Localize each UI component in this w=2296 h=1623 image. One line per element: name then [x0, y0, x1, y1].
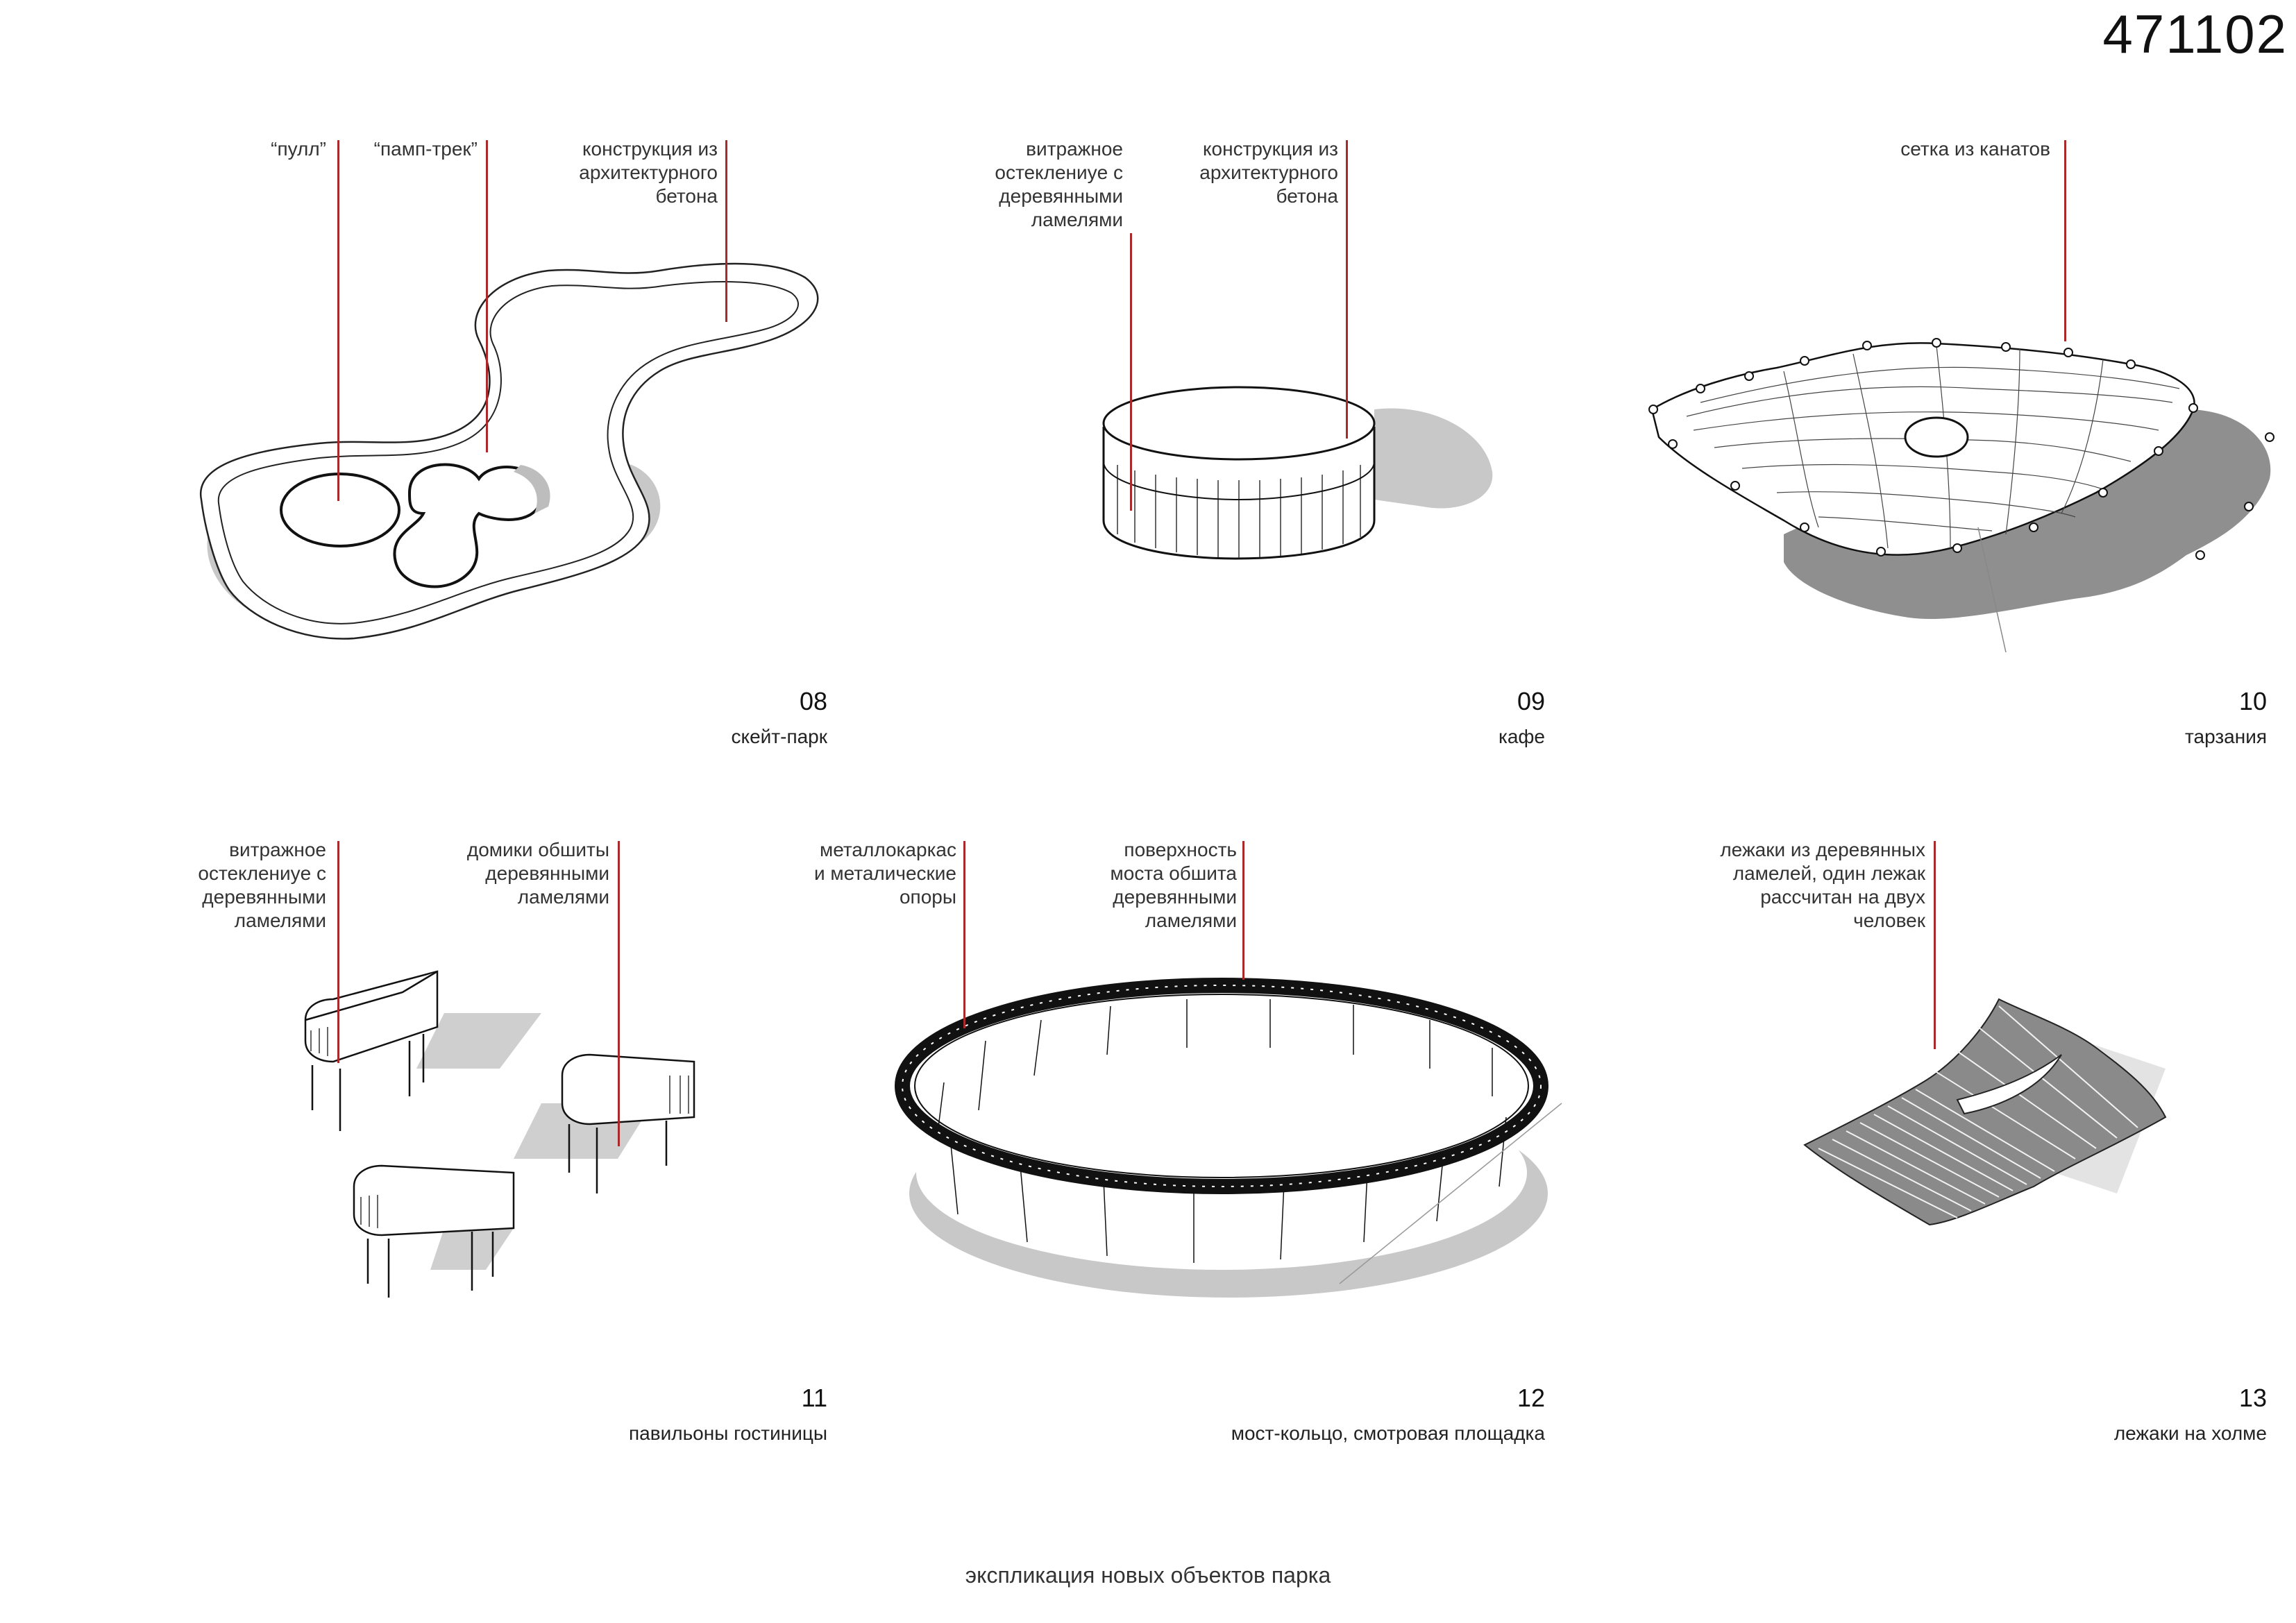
leader-line — [963, 841, 965, 1028]
annotation-label: “пулл” — [271, 138, 326, 160]
leader-line — [486, 140, 488, 452]
leader-line — [1346, 140, 1348, 439]
annotation-label: металлокаркас и металические опоры — [814, 839, 956, 908]
cafe-drawing — [1102, 386, 1493, 560]
annotation-label: сетка из канатов — [1900, 138, 2050, 160]
annotation-label: витражное остеклениyе с деревянными ламе… — [995, 138, 1123, 230]
panel-caption: лежаки на холме — [2113, 1422, 2267, 1444]
annotation-label: конструкция из архитектурного бетона — [1199, 138, 1338, 207]
panel-number: 08 — [799, 687, 827, 715]
leader-line — [618, 841, 620, 1146]
loungers-drawing — [1803, 998, 2167, 1226]
rope-net-drawing — [1648, 338, 2274, 653]
skatepark-drawing — [199, 262, 819, 640]
panel-caption: тарзания — [2184, 726, 2267, 747]
ring-bridge-drawing — [895, 978, 1562, 1298]
panel-caption: мост-кольцо, смотровая площадка — [1231, 1422, 1545, 1444]
leader-line — [1934, 841, 1936, 1049]
annotation-label: лежаки из деревянных ламелей, один лежак… — [1720, 839, 1925, 931]
panel-caption: скейт-парк — [731, 726, 827, 747]
panel-number: 10 — [2238, 687, 2267, 715]
pavilions-drawing — [304, 970, 695, 1298]
panel-number: 09 — [1517, 687, 1545, 715]
panel-number: 11 — [801, 1384, 827, 1412]
annotation-label: “памп-трек” — [373, 138, 478, 160]
panel-number: 13 — [2238, 1384, 2267, 1412]
leader-line — [1130, 233, 1132, 511]
leader-line — [725, 140, 727, 322]
panel-caption: павильоны гостиницы — [628, 1422, 827, 1444]
panel-number: 12 — [1517, 1384, 1545, 1412]
annotation-label: домики обшиты деревянными ламелями — [466, 839, 609, 908]
panel-caption: кафе — [1498, 726, 1545, 747]
leader-line — [2064, 140, 2066, 341]
leader-line — [337, 841, 339, 1063]
annotation-label: витражное остеклениyе с деревянными ламе… — [198, 839, 326, 931]
sheet-number: 471102 — [2102, 3, 2288, 65]
annotation-label: поверхность моста обшита деревянными лам… — [1110, 839, 1237, 931]
footer-title: экспликация новых объектов парка — [965, 1563, 1331, 1588]
leader-line — [1242, 841, 1244, 980]
leader-line — [337, 140, 339, 501]
annotation-label: конструкция из архитектурного бетона — [579, 138, 718, 207]
